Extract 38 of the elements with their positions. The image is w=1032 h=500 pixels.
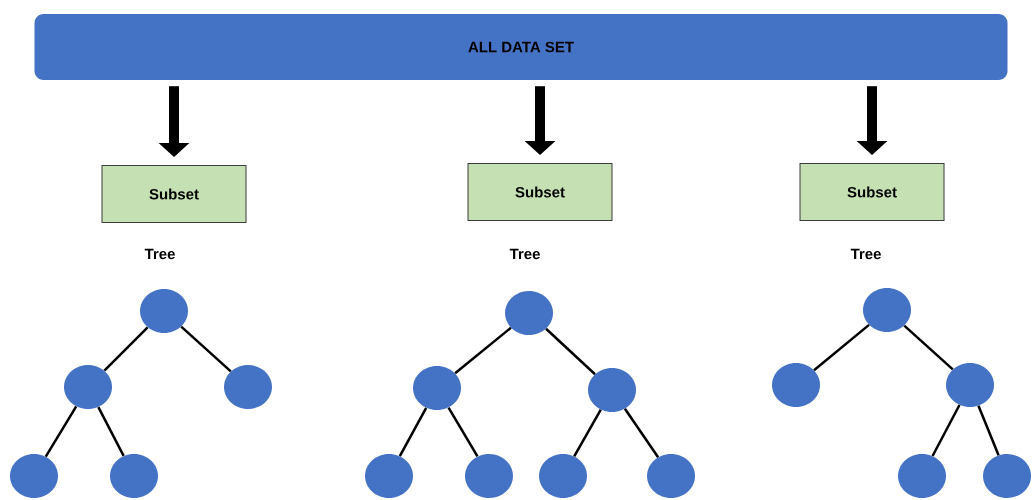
tree-node-circle [772,363,820,407]
tree-node-circle [946,363,994,407]
tree-label: Tree [850,248,881,260]
subset-box: Subset [799,163,945,221]
tree-node-circle [64,365,112,409]
tree-node-circle [588,368,636,412]
tree-node-circle [365,454,413,498]
connector-line [180,325,232,373]
banner-box: ALL DATA SET [34,14,1008,80]
tree-label: Tree [144,248,175,260]
connector-line [931,404,961,457]
connector-line [813,323,870,372]
connector-line [44,405,78,458]
tree-node-circle [465,454,513,498]
connector-line [447,406,479,458]
connector-line [97,406,125,457]
connector-line [573,409,602,457]
tree-node-circle [224,365,272,409]
tree-node-circle [863,288,911,332]
tree-node-circle [140,289,188,333]
subset-box: Subset [467,163,613,221]
connector-line [977,405,1000,456]
connector-line [903,324,954,371]
tree-label: Tree [509,248,540,260]
tree-node-circle [647,454,695,498]
connector-line [103,326,149,372]
tree-node-circle [983,454,1031,498]
subset-box: Subset [101,165,247,223]
tree-node-circle [505,291,553,335]
tree-node-circle [10,454,58,498]
tree-node-circle [413,366,461,410]
tree-node-circle [539,454,587,498]
connector-line [545,327,596,376]
connector-line [623,408,660,458]
tree-node-circle [110,454,158,498]
tree-node-circle [898,454,946,498]
connector-line [398,407,428,457]
connector-line [454,326,512,375]
